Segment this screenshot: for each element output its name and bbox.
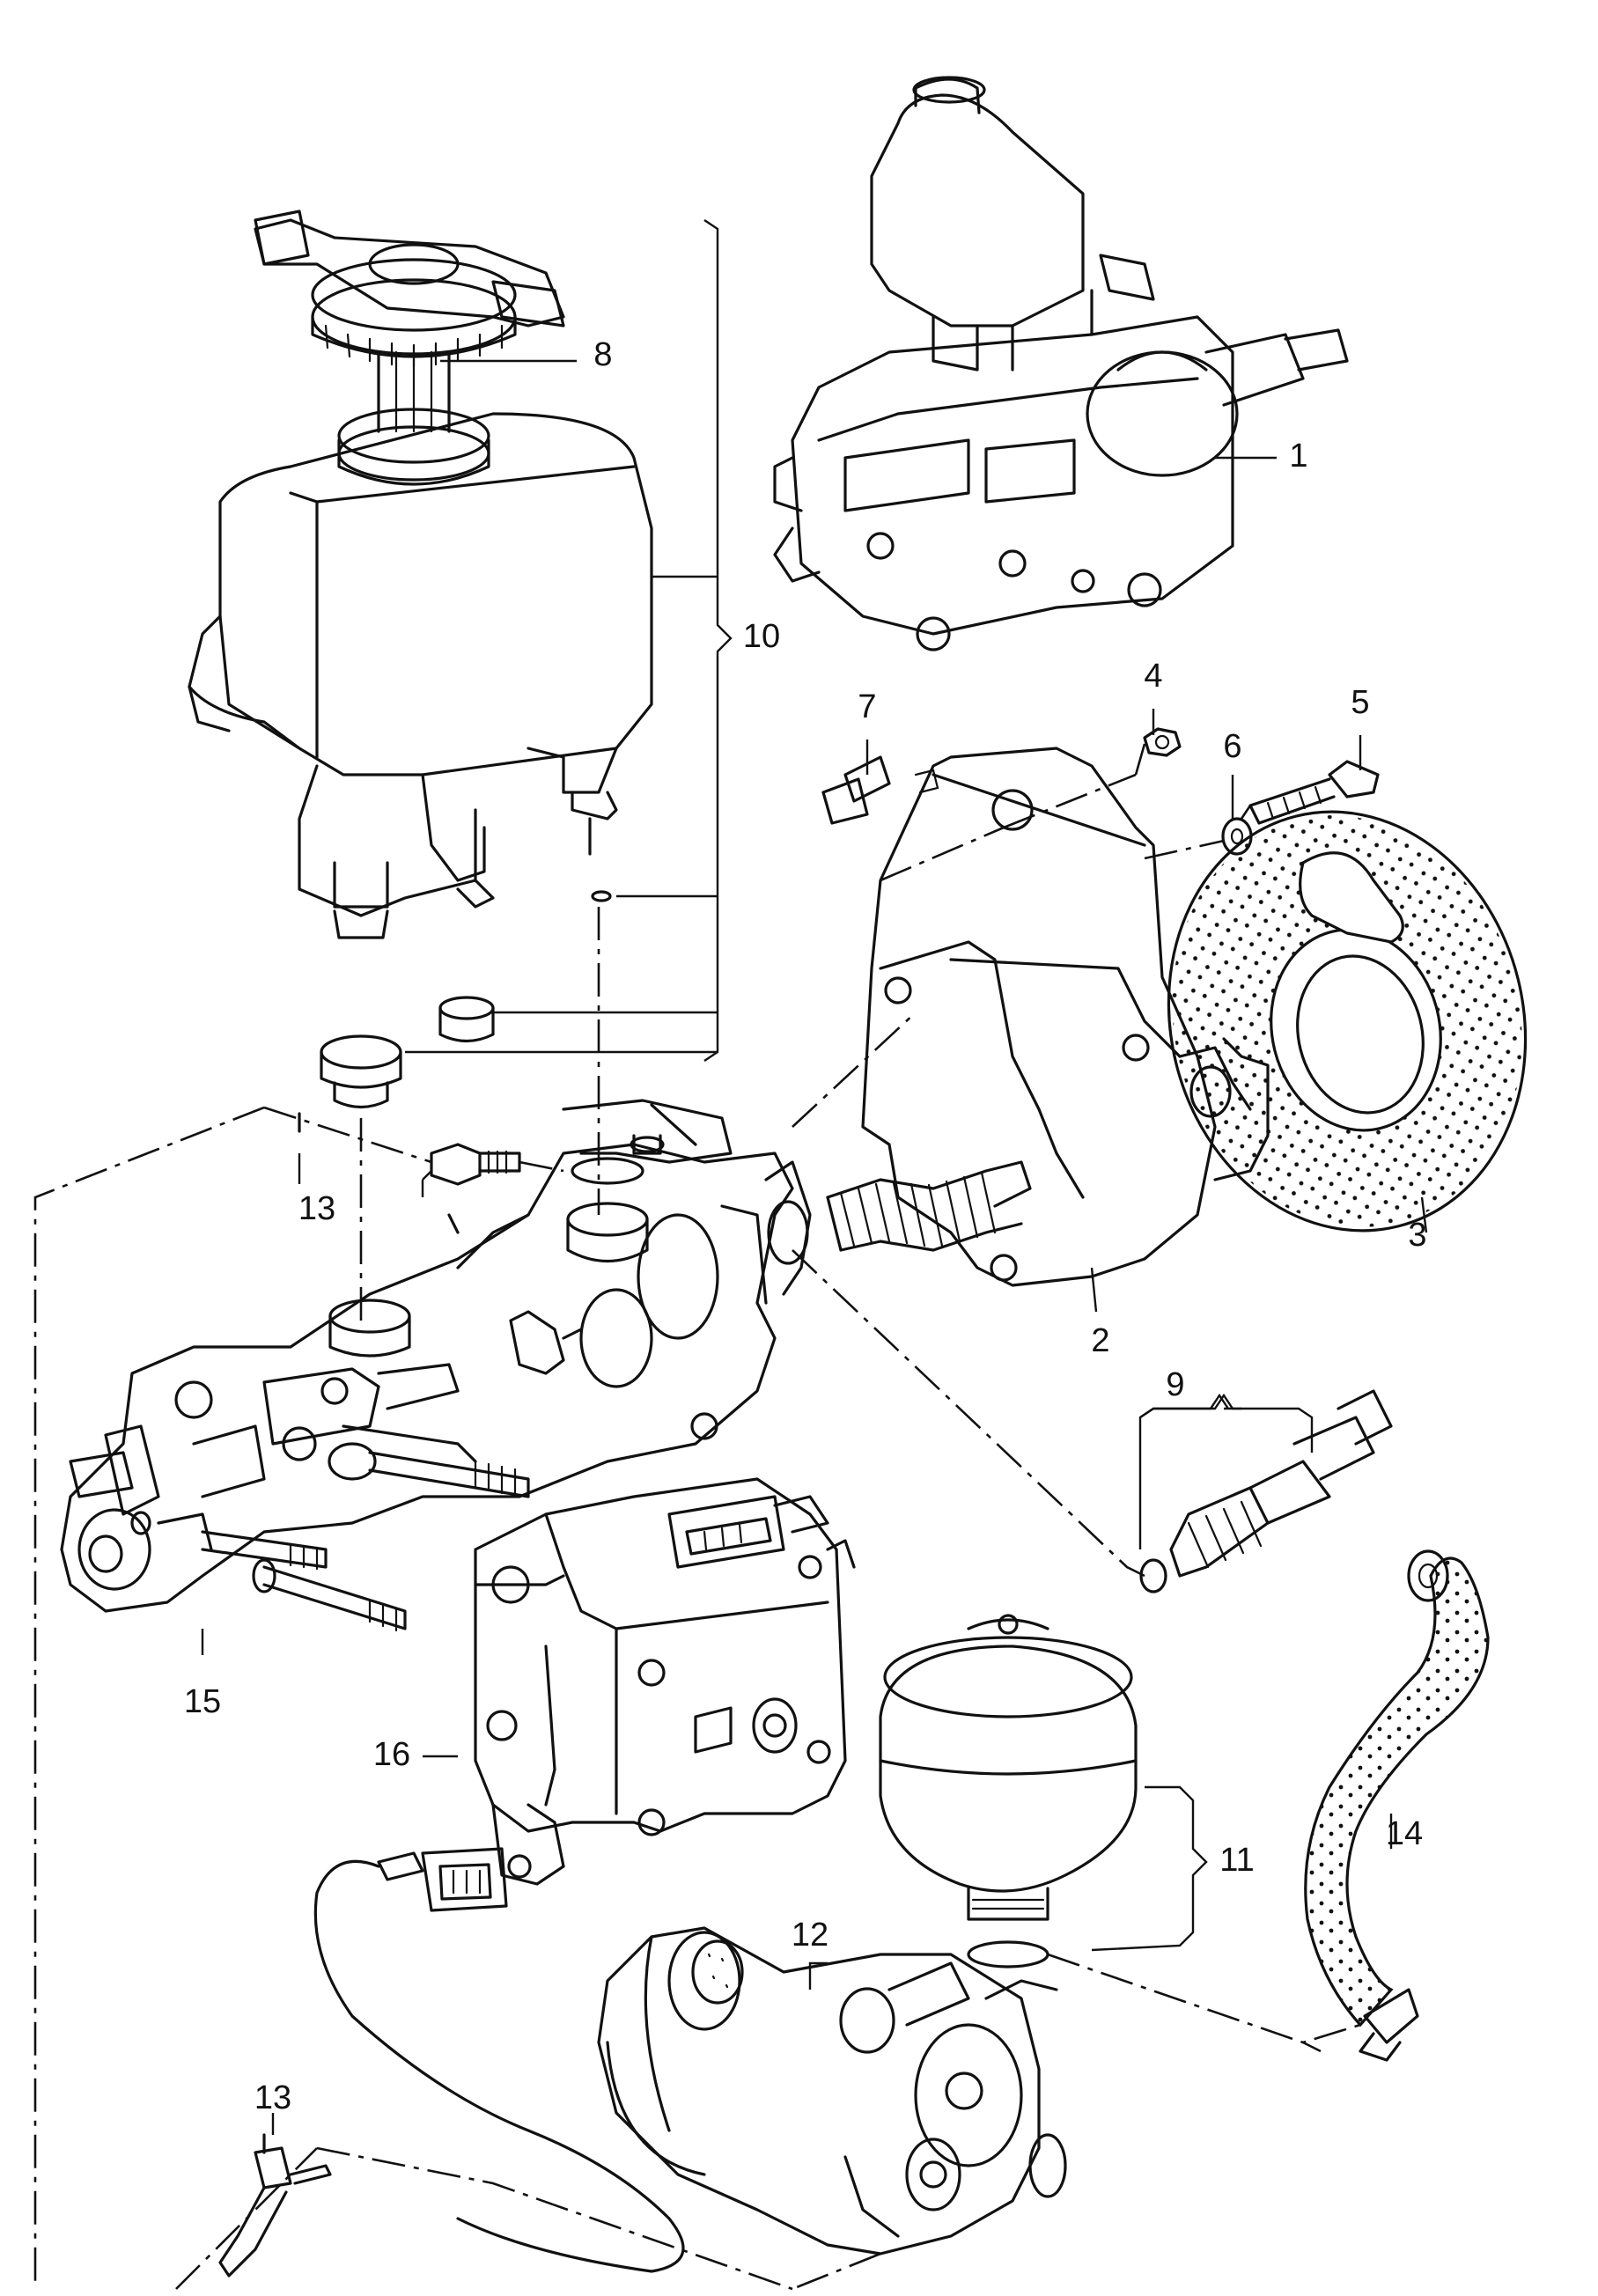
callout-10: 10 <box>743 618 780 655</box>
callout-2: 2 <box>1091 1322 1109 1359</box>
pressure-switch-assembly <box>1139 1389 1393 1593</box>
callout-labels: 1 2 3 4 5 6 7 8 9 10 11 12 13 13 14 15 1… <box>184 336 1427 2116</box>
callout-3: 3 <box>1408 1217 1426 1254</box>
callout-5: 5 <box>1351 684 1369 721</box>
callout-6: 6 <box>1223 728 1241 765</box>
brake-fluid-reservoir <box>188 408 653 939</box>
pressure-accumulator <box>879 1614 1138 1969</box>
callout-7: 7 <box>858 688 876 725</box>
master-cylinder-valve-body <box>60 1099 812 1632</box>
heat-shield-disc <box>1167 810 1528 1233</box>
callout-4: 4 <box>1144 658 1162 695</box>
callout-9: 9 <box>1166 1366 1184 1403</box>
callout-1: 1 <box>1289 438 1307 475</box>
speed-sensor-cable <box>218 1847 685 2278</box>
callout-16: 16 <box>373 1736 410 1773</box>
grouping-brackets <box>405 219 1314 1952</box>
callout-14: 14 <box>1386 1815 1423 1852</box>
pushrod-boot <box>826 1160 1032 1252</box>
hydraulic-pump-motor <box>597 1926 1067 2256</box>
reservoir-seals <box>320 890 612 1109</box>
flexible-hose <box>1304 1549 1490 2062</box>
reservoir-cap-sensor <box>254 210 565 433</box>
pressure-switch-top <box>298 1112 521 1186</box>
callout-12: 12 <box>792 1917 828 1954</box>
callout-15: 15 <box>184 1683 221 1720</box>
callout-11: 11 <box>1219 1842 1254 1879</box>
leader-lines <box>201 359 1428 2135</box>
connection-lines <box>33 743 1361 2291</box>
hydraulic-unit-assembly <box>773 76 1349 651</box>
control-unit-block <box>474 1477 856 1886</box>
callout-13-top: 13 <box>298 1190 335 1227</box>
callout-8: 8 <box>593 336 612 373</box>
callout-13-bottom: 13 <box>254 2079 291 2116</box>
